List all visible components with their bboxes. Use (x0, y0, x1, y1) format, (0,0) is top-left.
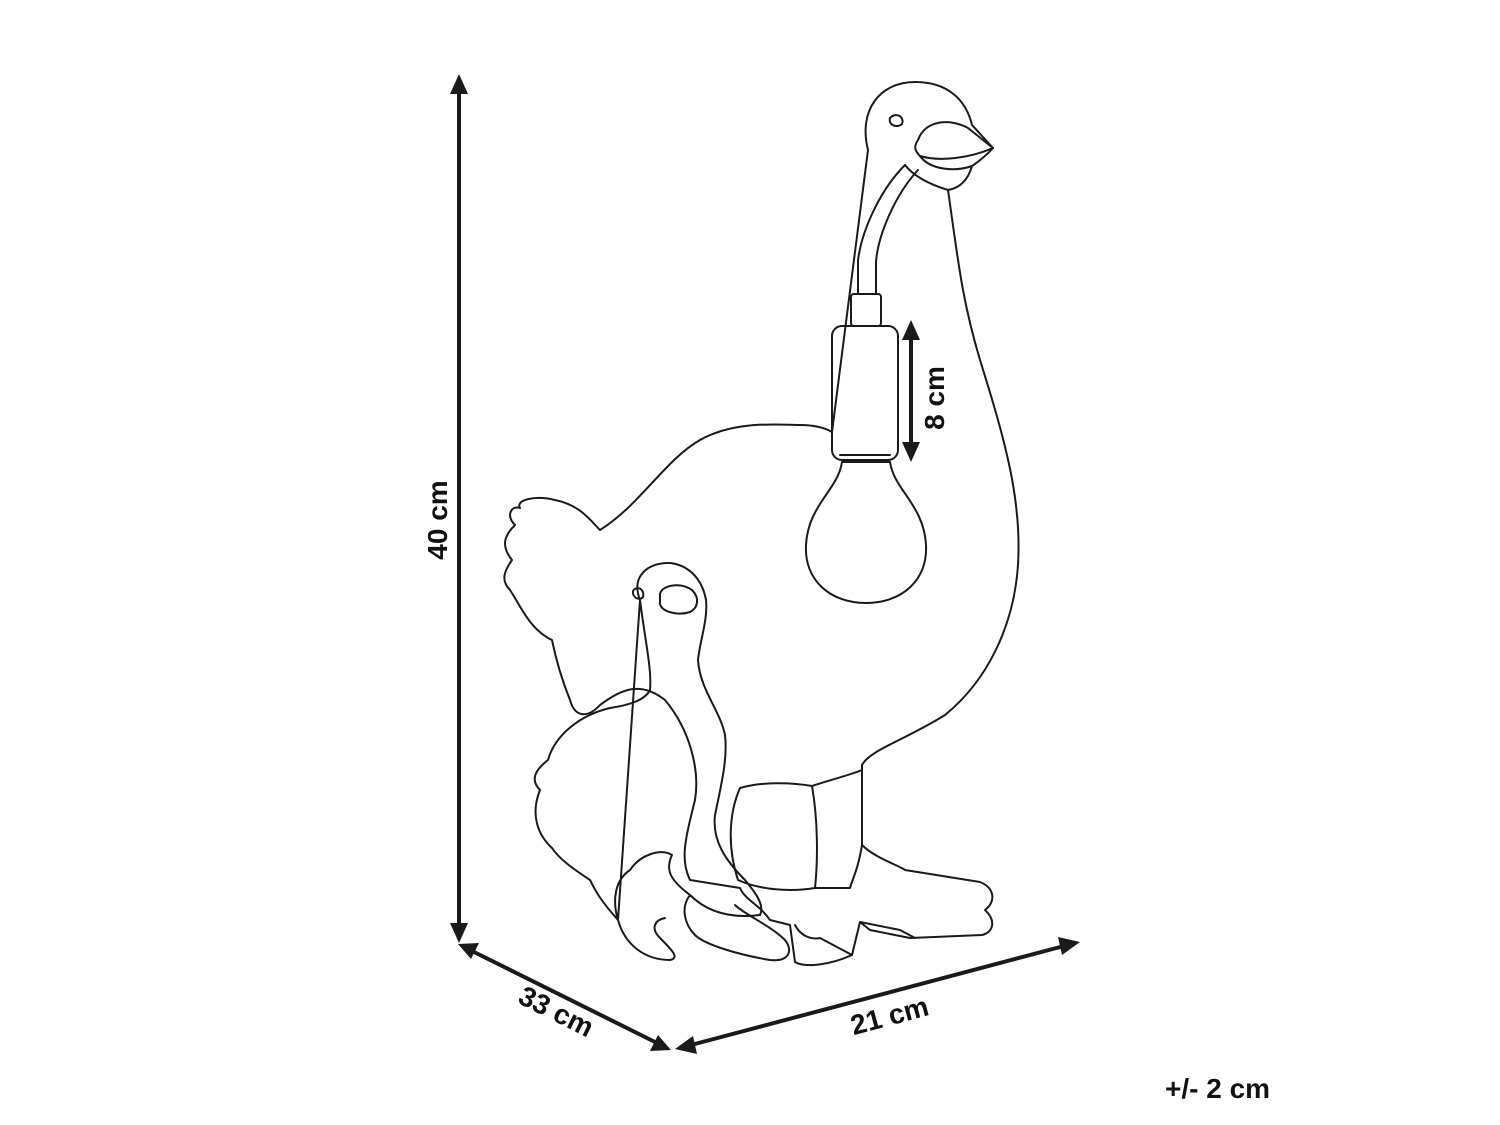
large-goose-beak (914, 121, 994, 160)
gosling-beak (659, 584, 698, 615)
lamp-cord (857, 164, 906, 295)
large-goose-outline (503, 81, 1020, 967)
small-gosling-outline (533, 561, 791, 962)
height-dimension (450, 74, 468, 943)
gosling-eye (631, 587, 645, 600)
bulb-height-dimension (902, 320, 920, 462)
width-dimension (675, 937, 1080, 1054)
depth-dimension (458, 943, 671, 1051)
large-goose-eye (888, 114, 904, 127)
large-goose-leg-right (811, 769, 863, 889)
depth-label: 33 cm (514, 980, 599, 1043)
lamp-socket (831, 325, 899, 461)
lamp-socket-top (850, 293, 882, 327)
large-goose-foot (794, 921, 916, 956)
goose-lamp-illustration (503, 81, 1020, 967)
tolerance-note: +/- 2 cm (1165, 1073, 1270, 1104)
height-label: 40 cm (422, 480, 453, 559)
bulb-height-label: 8 cm (919, 366, 950, 430)
large-goose-leg-left (729, 782, 818, 891)
light-bulb (804, 461, 928, 604)
